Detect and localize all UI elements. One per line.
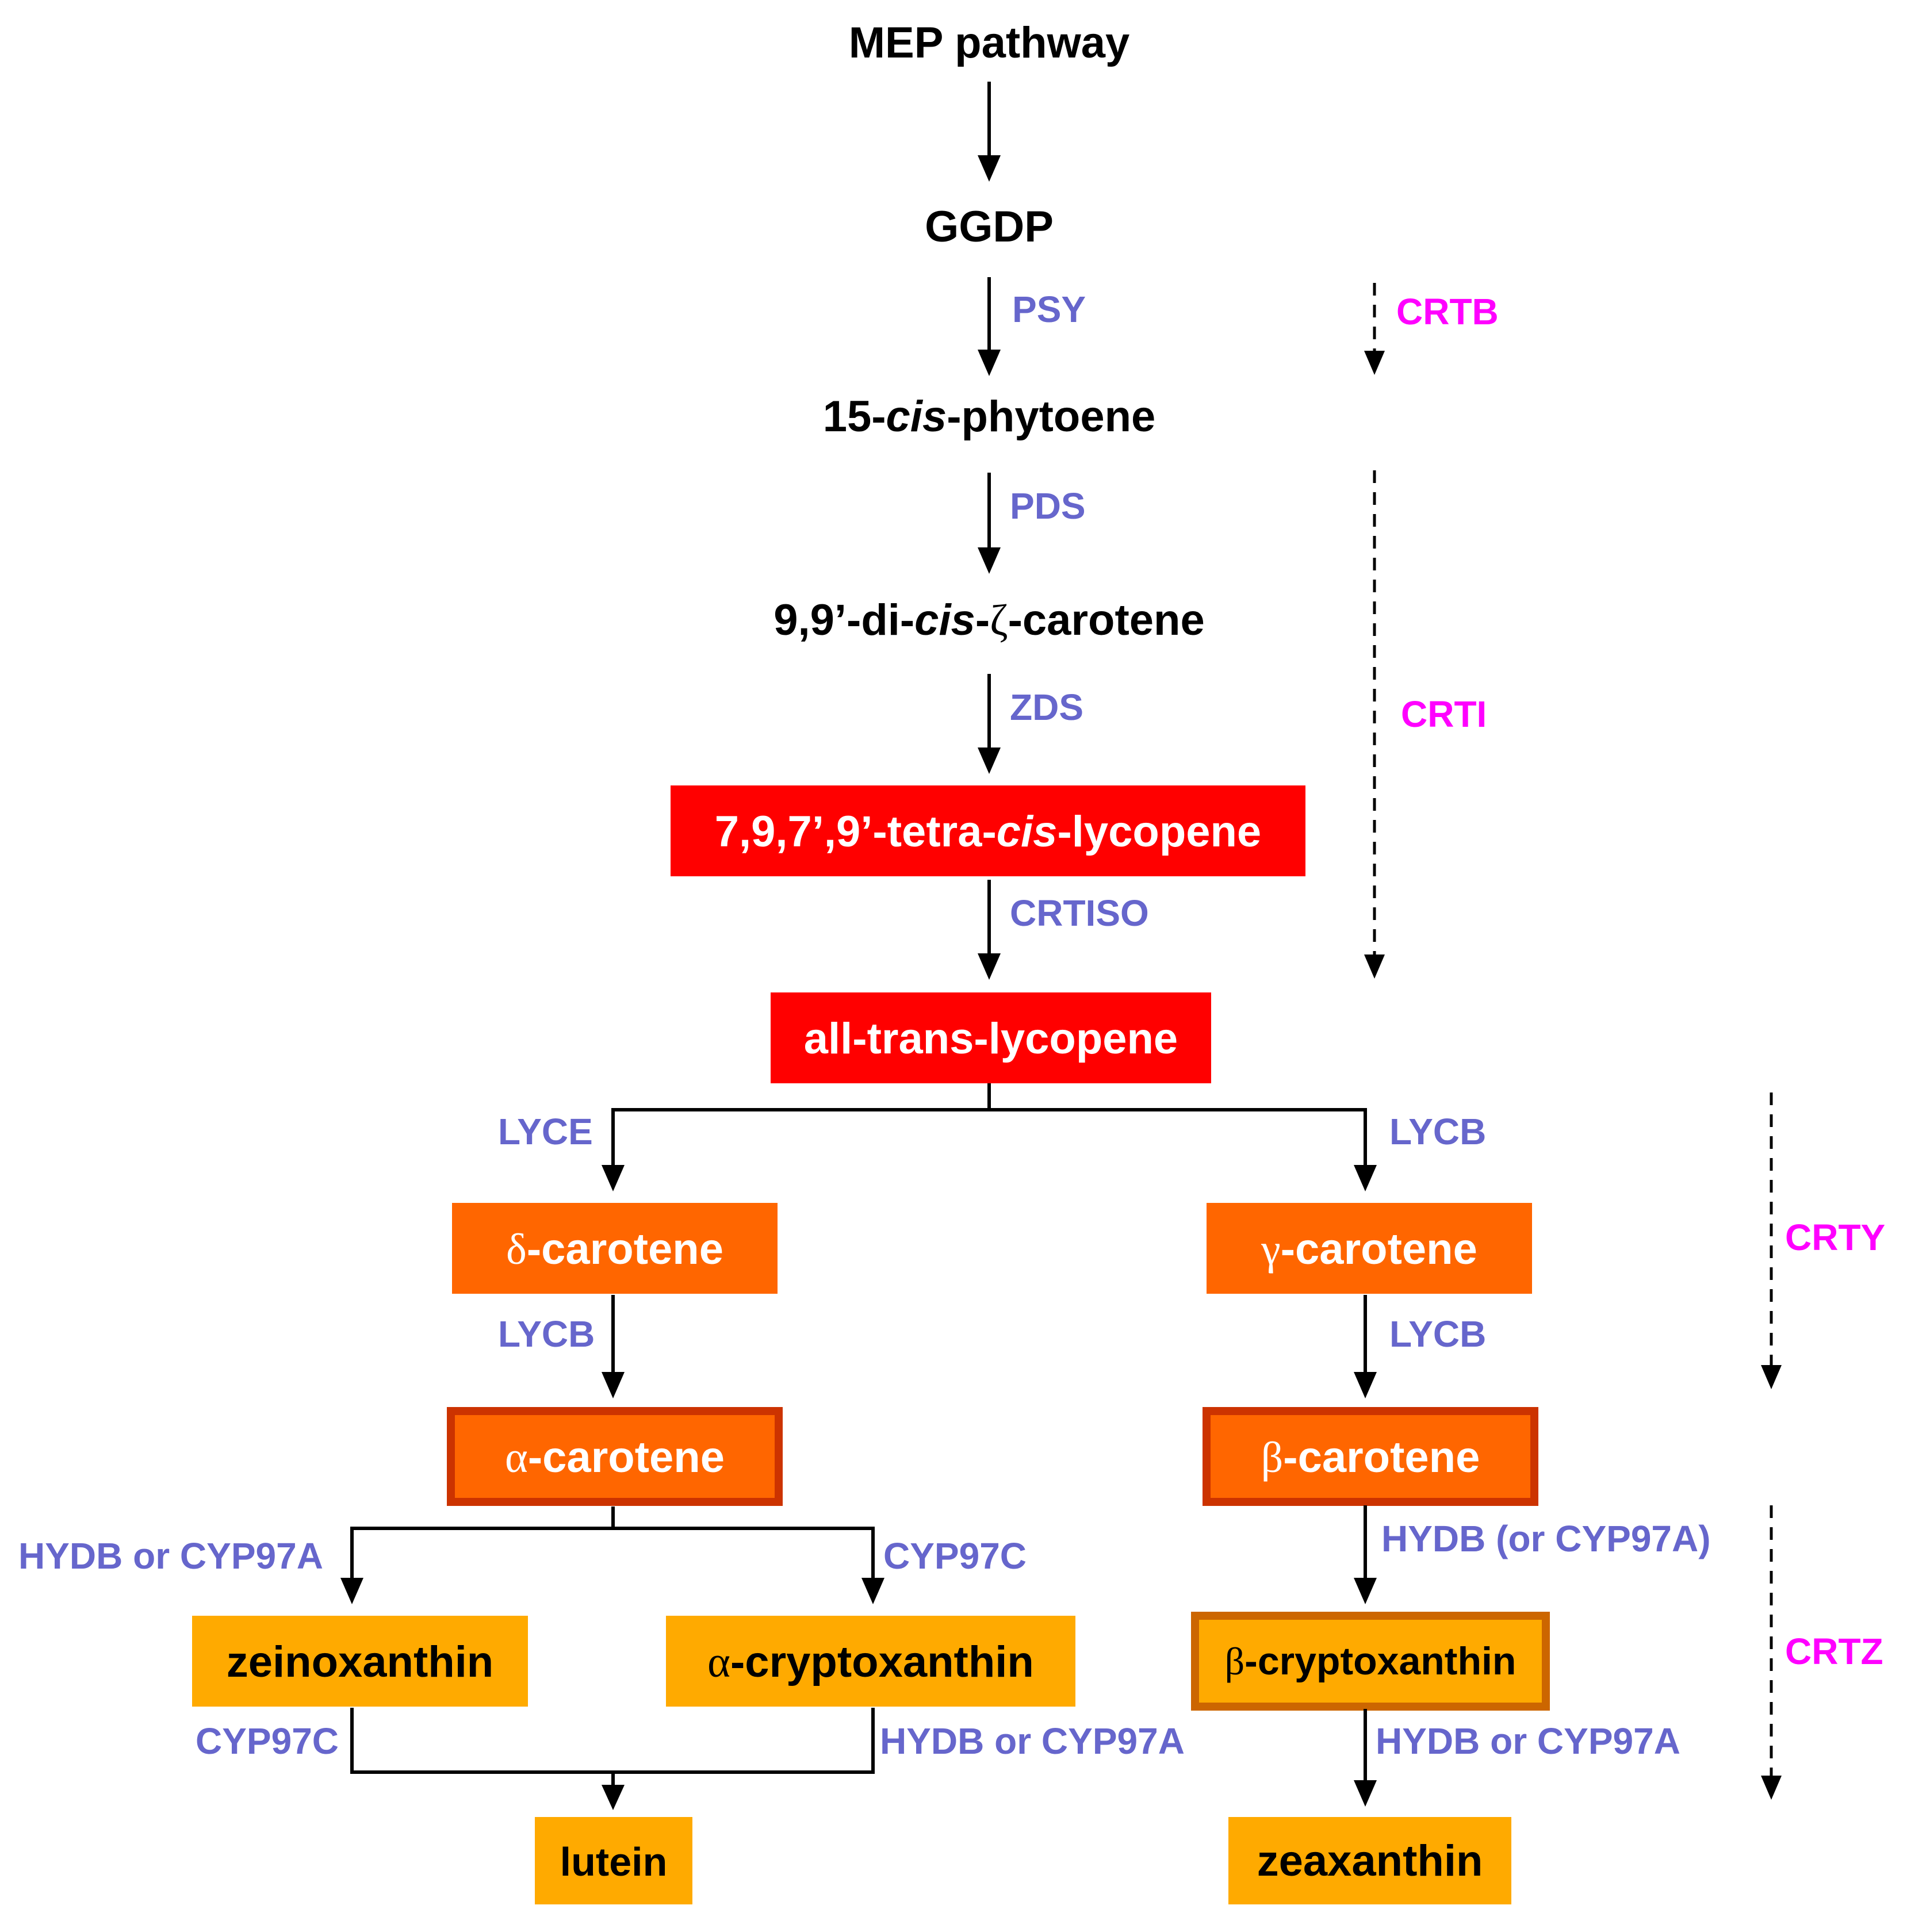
- box-beta-cryptoxanthin: [1191, 1612, 1550, 1711]
- tetra-post: -lycopene: [1057, 807, 1261, 856]
- box-beta-carotene: [1203, 1407, 1538, 1506]
- enzyme-psy: PSY: [1012, 289, 1086, 330]
- label-beta-cryptoxanthin: β-cryptoxanthin: [1225, 1639, 1517, 1683]
- enzyme-labels: PSY PDS ZDS CRTISO LYCE LYCB LYCB LYCB H…: [18, 289, 1711, 1762]
- arrowhead: [978, 547, 1001, 574]
- label-delta-carotene: δ-carotene: [506, 1225, 723, 1274]
- zeta-dash: -: [975, 596, 990, 645]
- label-mep-pathway: MEP pathway: [849, 18, 1130, 67]
- enzyme-hydb-or-cyp97a-left: HYDB or CYP97A: [18, 1535, 323, 1577]
- arrowhead: [340, 1578, 363, 1604]
- arrowhead: [1761, 1365, 1782, 1389]
- label-beta-carotene: β-carotene: [1261, 1433, 1480, 1482]
- arrowhead: [978, 155, 1001, 182]
- zeaxanthin-text: zeaxanthin: [1257, 1837, 1483, 1885]
- beta-greek: β: [1261, 1433, 1284, 1482]
- enzyme-lycb-right-2: LYCB: [1389, 1313, 1486, 1355]
- label-zeinoxanthin: zeinoxanthin: [227, 1638, 493, 1686]
- box-lutein: [535, 1817, 692, 1904]
- enzyme-zds: ZDS: [1010, 687, 1083, 728]
- arrowhead: [602, 1165, 625, 1191]
- arrowhead: [1354, 1578, 1377, 1604]
- beta-crypto-post: -cryptoxanthin: [1244, 1639, 1516, 1683]
- gamma-greek: γ: [1261, 1225, 1281, 1274]
- arrowhead: [602, 1372, 625, 1398]
- label-alpha-carotene: α-carotene: [505, 1433, 725, 1482]
- enzyme-crty: CRTY: [1785, 1217, 1885, 1258]
- bacterial-enzyme-labels: CRTB CRTI CRTY CRTZ: [1396, 291, 1885, 1672]
- ggdp-text: GGDP: [925, 202, 1054, 251]
- beta-post: -carotene: [1283, 1433, 1480, 1482]
- bacterial-dashed-arrowheads: [1364, 351, 1782, 1800]
- box-alpha-cryptoxanthin: [666, 1616, 1075, 1707]
- phytoene-pre: 15-: [823, 392, 886, 441]
- enzyme-cyp97c-top: CYP97C: [883, 1535, 1027, 1577]
- enzyme-crti: CRTI: [1401, 693, 1487, 735]
- lutein-text: lutein: [560, 1839, 668, 1884]
- enzyme-crtb: CRTB: [1396, 291, 1499, 332]
- label-phytoene: 15-cis-phytoene: [823, 392, 1156, 441]
- phytoene-italic: cis: [886, 392, 947, 441]
- arrowhead: [602, 1785, 625, 1810]
- enzyme-pds: PDS: [1010, 485, 1086, 527]
- alltrans-text: all-trans-lycopene: [804, 1014, 1178, 1063]
- label-gamma-carotene: γ-carotene: [1261, 1225, 1477, 1274]
- arrowhead: [1364, 351, 1385, 375]
- enzyme-lyce: LYCE: [498, 1111, 593, 1152]
- arrowhead: [1761, 1776, 1782, 1800]
- label-alpha-cryptoxanthin: α-cryptoxanthin: [707, 1638, 1034, 1686]
- enzyme-hydb-or-cyp97a-mid: HYDB or CYP97A: [880, 1720, 1185, 1762]
- label-lutein: lutein: [560, 1839, 668, 1884]
- arrowhead: [1354, 1165, 1377, 1191]
- bacterial-dashed-arrows: [1373, 283, 1773, 1776]
- gamma-post: -carotene: [1281, 1225, 1477, 1274]
- arrowhead: [978, 350, 1001, 376]
- arrowhead: [1364, 954, 1385, 979]
- zeta-pre: 9,9’-di-: [773, 596, 914, 645]
- box-alpha-carotene: [447, 1407, 783, 1506]
- beta-crypto-greek: β: [1225, 1639, 1245, 1683]
- enzyme-cyp97c-bottom: CYP97C: [196, 1720, 339, 1762]
- alpha-post: -carotene: [528, 1433, 725, 1482]
- arrowhead: [1354, 1372, 1377, 1398]
- arrowhead: [1354, 1780, 1377, 1807]
- zeta-greek: ζ: [990, 596, 1008, 645]
- label-all-trans-lycopene: all-trans-lycopene: [804, 1014, 1178, 1063]
- label-ggdp: GGDP: [925, 202, 1054, 251]
- alpha-crypto-post: -cryptoxanthin: [730, 1638, 1034, 1686]
- arrowhead: [978, 747, 1001, 774]
- label-zeaxanthin: zeaxanthin: [1257, 1837, 1483, 1885]
- phytoene-post: -phytoene: [947, 392, 1155, 441]
- enzyme-hydb-or-cyp97a-right: HYDB or CYP97A: [1376, 1720, 1680, 1762]
- tetra-italic: cis: [997, 807, 1058, 856]
- box-zeinoxanthin: [192, 1616, 528, 1707]
- tetra-pre: 7,9,7’,9’-tetra-: [715, 807, 997, 856]
- label-zeta-carotene: 9,9’-di-cis-ζ-carotene: [773, 596, 1204, 645]
- box-gamma-carotene: [1207, 1203, 1532, 1294]
- zeta-post: -carotene: [1008, 596, 1205, 645]
- mep-text: MEP pathway: [849, 18, 1130, 67]
- delta-greek: δ: [506, 1225, 527, 1274]
- enzyme-lycb-right: LYCB: [1389, 1111, 1486, 1152]
- alpha-crypto-greek: α: [707, 1638, 730, 1686]
- arrowhead: [978, 953, 1001, 980]
- box-all-trans-lycopene: [771, 992, 1211, 1083]
- enzyme-crtiso: CRTISO: [1010, 892, 1149, 934]
- label-tetra-cis-lycopene: 7,9,7’,9’-tetra-cis-lycopene: [715, 807, 1261, 856]
- main-arrowheads: [340, 155, 1377, 1810]
- box-zeaxanthin: [1228, 1817, 1511, 1904]
- main-arrows: [350, 82, 1367, 1789]
- arrowhead: [861, 1578, 884, 1604]
- delta-post: -carotene: [527, 1225, 723, 1274]
- enzyme-lycb-left: LYCB: [498, 1313, 595, 1355]
- zeta-italic: cis: [914, 596, 975, 645]
- box-tetra-cis-lycopene: [671, 785, 1305, 876]
- alpha-greek: α: [505, 1433, 528, 1482]
- enzyme-crtz: CRTZ: [1785, 1631, 1883, 1672]
- enzyme-hydb-or-cyp97a-paren: HYDB (or CYP97A): [1381, 1518, 1711, 1559]
- zeinoxanthin-text: zeinoxanthin: [227, 1638, 493, 1686]
- box-delta-carotene: [452, 1203, 778, 1294]
